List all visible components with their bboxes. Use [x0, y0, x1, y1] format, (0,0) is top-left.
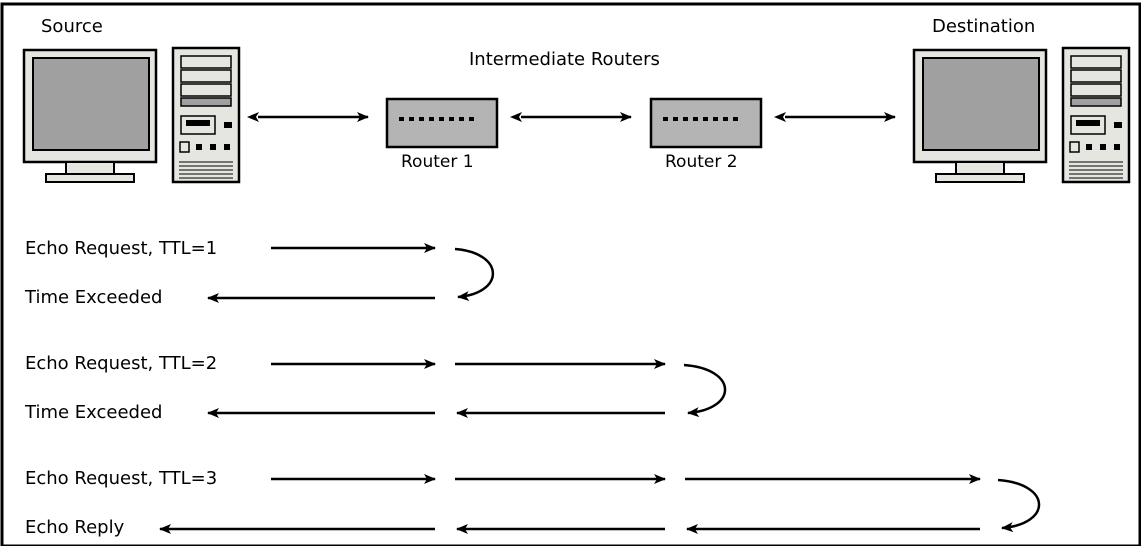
router-1-label: Router 1	[401, 152, 474, 172]
router-2-label: Router 2	[665, 152, 738, 172]
destination-label: Destination	[932, 16, 1036, 37]
step-3-request-label: Echo Request, TTL=3	[25, 468, 218, 489]
destination-computer-icon	[912, 46, 1131, 184]
step-2-request-label: Echo Request, TTL=2	[25, 353, 218, 374]
step-1-response-label: Time Exceeded	[25, 287, 163, 308]
turnaround-arrow-icon	[454, 247, 495, 302]
router-1-icon	[385, 97, 499, 149]
turnaround-arrow-icon	[997, 478, 1041, 533]
step-2-response-label: Time Exceeded	[25, 402, 163, 423]
step-1-request-label: Echo Request, TTL=1	[25, 238, 218, 259]
turnaround-arrow-icon	[683, 363, 727, 418]
source-label: Source	[41, 16, 103, 37]
source-computer-icon	[22, 46, 241, 184]
routers-title: Intermediate Routers	[469, 49, 660, 70]
step-3-response-label: Echo Reply	[25, 517, 125, 538]
router-2-icon	[649, 97, 763, 149]
